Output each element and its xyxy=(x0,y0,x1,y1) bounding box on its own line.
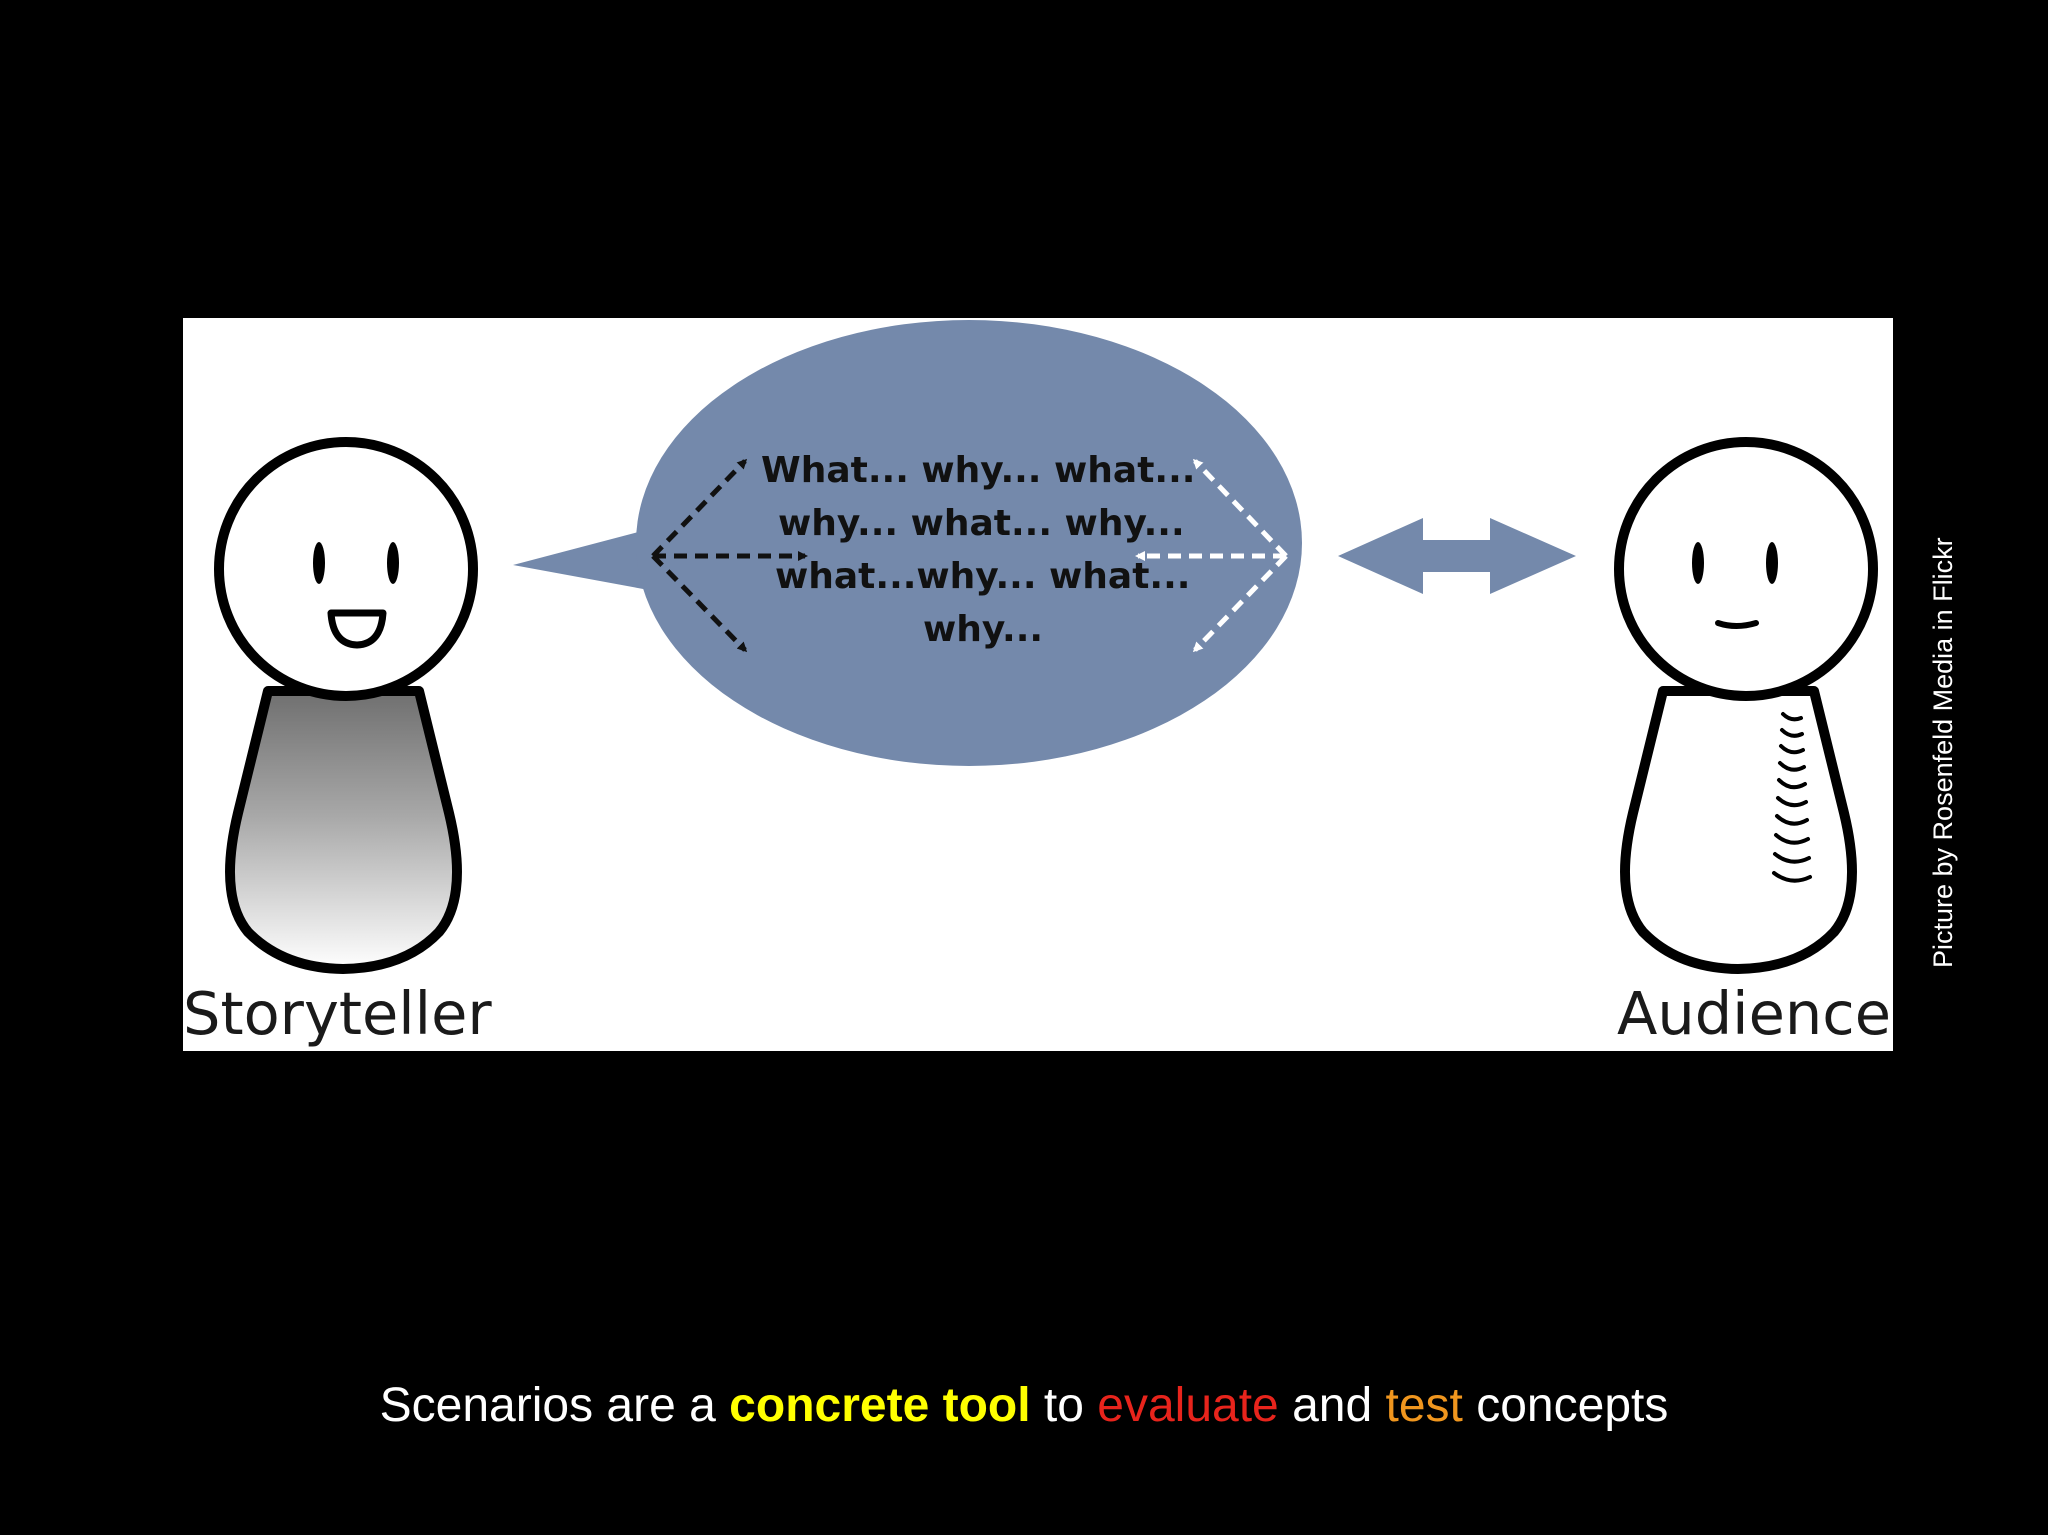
audience-head xyxy=(1614,437,1878,701)
caption-part-1: Scenarios are a xyxy=(379,1379,730,1432)
caption-part-3: and xyxy=(1278,1379,1386,1432)
storyteller-smile xyxy=(327,609,387,649)
storyteller-left-eye xyxy=(313,542,325,584)
storyteller-figure xyxy=(214,437,478,974)
double-arrow-icon xyxy=(1338,518,1576,594)
storyteller-label: Storyteller xyxy=(183,979,492,1048)
speech-bubble-body xyxy=(636,320,1302,766)
diagram-graphic xyxy=(214,320,1878,974)
caption-highlight: concrete tool xyxy=(729,1379,1031,1432)
caption-evaluate: evaluate xyxy=(1097,1379,1279,1432)
bubble-line-4: why... xyxy=(923,609,1044,650)
storyteller-body xyxy=(225,686,462,974)
bubble-line-3: what...why... what... xyxy=(775,556,1191,597)
audience-figure xyxy=(1614,437,1878,974)
storyteller-right-eye xyxy=(387,542,399,584)
audience-mouth xyxy=(1715,620,1759,629)
arrow-up-left xyxy=(1192,458,1288,558)
photo-credit: Picture by Rosenfeld Media in Flickr xyxy=(1928,537,1958,968)
audience-hatching xyxy=(1772,712,1812,883)
audience-label: Audience xyxy=(1616,979,1891,1048)
audience-left-eye xyxy=(1692,542,1704,584)
audience-right-eye xyxy=(1766,542,1778,584)
caption-part-2: to xyxy=(1030,1379,1098,1432)
caption-test: test xyxy=(1385,1379,1463,1432)
storyteller-arrows xyxy=(651,458,808,653)
audience-arrows xyxy=(1135,458,1288,653)
arrow-down-left xyxy=(1192,554,1288,653)
storyteller-head xyxy=(214,437,478,701)
storytelling-diagram: What... why... what... why... what... wh… xyxy=(183,318,1893,1051)
caption-part-4: concepts xyxy=(1462,1379,1669,1432)
bubble-line-1: What... why... what... xyxy=(761,450,1196,491)
audience-body xyxy=(1620,686,1857,974)
arrow-up-right xyxy=(651,458,748,558)
speech-bubble xyxy=(513,320,1302,766)
speech-bubble-tail xyxy=(513,526,665,593)
arrow-down-right xyxy=(651,554,748,653)
bubble-line-2: why... what... why... xyxy=(778,503,1185,544)
slide-caption: Scenarios are a concrete tool to evaluat… xyxy=(0,1379,2048,1433)
